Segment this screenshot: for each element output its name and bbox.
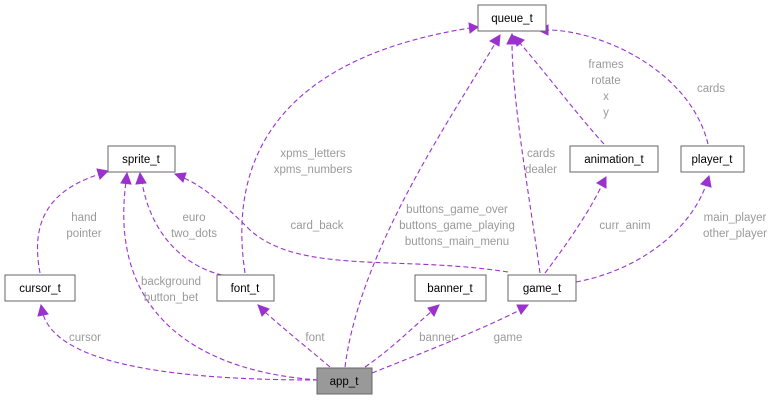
node-sprite-box[interactable] — [107, 145, 176, 173]
arrowhead-app-game — [516, 304, 530, 315]
arrowhead-game-sprite — [173, 172, 187, 183]
label-card-back: card_back — [290, 220, 343, 232]
arrowhead-game-queue — [506, 32, 518, 45]
edge-animation-queue — [518, 41, 605, 145]
edge-app-game — [371, 309, 521, 374]
edge-player-queue — [546, 29, 709, 145]
arrowhead-font-queue — [468, 22, 479, 34]
node-cursor[interactable]: cursor_t — [4, 274, 76, 302]
node-font-label: font_t — [231, 283, 261, 295]
arrowhead-game-animation — [596, 176, 607, 189]
node-animation[interactable]: animation_t — [569, 145, 659, 173]
arrowhead-app-cursor — [37, 303, 49, 317]
edge-game-sprite — [183, 177, 509, 273]
node-player-box[interactable] — [680, 145, 745, 173]
edge-app-font — [264, 311, 331, 368]
edge-app-banner — [364, 310, 433, 368]
node-banner-box[interactable] — [414, 274, 487, 302]
edge-game-animation — [544, 184, 603, 274]
label-cards-player: cards — [697, 83, 725, 95]
arrowhead-app-queue — [489, 34, 501, 47]
node-app[interactable]: app_t — [316, 367, 373, 395]
node-game-label: game_t — [523, 283, 562, 295]
node-sprite[interactable]: sprite_t — [107, 145, 176, 173]
edge-game-queue — [511, 41, 541, 274]
node-app-box[interactable] — [316, 367, 373, 395]
arrowhead-cursor-sprite — [96, 168, 110, 180]
node-queue[interactable]: queue_t — [477, 4, 547, 32]
node-sprite-label: sprite_t — [122, 154, 161, 166]
arrowhead-font-sprite — [135, 171, 147, 185]
node-game[interactable]: game_t — [507, 274, 577, 302]
edge-app-queue — [344, 41, 497, 368]
arrowhead-app-sprite — [120, 171, 132, 185]
edge-game-player — [575, 184, 707, 283]
node-queue-label: queue_t — [491, 13, 533, 25]
label-game: game — [494, 332, 523, 344]
node-app-label: app_t — [330, 376, 360, 388]
label-curr-anim: curr_anim — [599, 220, 650, 232]
node-font-box[interactable] — [216, 274, 275, 302]
edge-app-sprite — [123, 181, 319, 381]
node-font[interactable]: font_t — [216, 274, 275, 302]
arrowhead-game-player — [700, 174, 712, 188]
node-player-label: player_t — [692, 154, 734, 166]
label-cursor: cursor — [69, 332, 101, 344]
node-game-box[interactable] — [507, 274, 577, 302]
label-font: font — [305, 332, 325, 344]
edge-font-sprite — [141, 181, 223, 276]
nodes: queue_t sprite_t animation_t player_t cu… — [4, 4, 745, 395]
node-animation-label: animation_t — [584, 154, 644, 166]
node-banner-label: banner_t — [427, 283, 473, 295]
arrowhead-app-font — [257, 304, 270, 317]
label-banner: banner — [419, 332, 455, 344]
edge-cursor-sprite — [36, 173, 101, 274]
edge-app-cursor — [42, 313, 319, 381]
edges — [36, 22, 712, 381]
node-queue-box[interactable] — [477, 4, 547, 32]
node-animation-box[interactable] — [569, 145, 659, 173]
arrowhead-app-banner — [427, 304, 440, 317]
node-player[interactable]: player_t — [680, 145, 745, 173]
node-cursor-label: cursor_t — [19, 283, 61, 295]
node-banner[interactable]: banner_t — [414, 274, 487, 302]
node-cursor-box[interactable] — [4, 274, 76, 302]
